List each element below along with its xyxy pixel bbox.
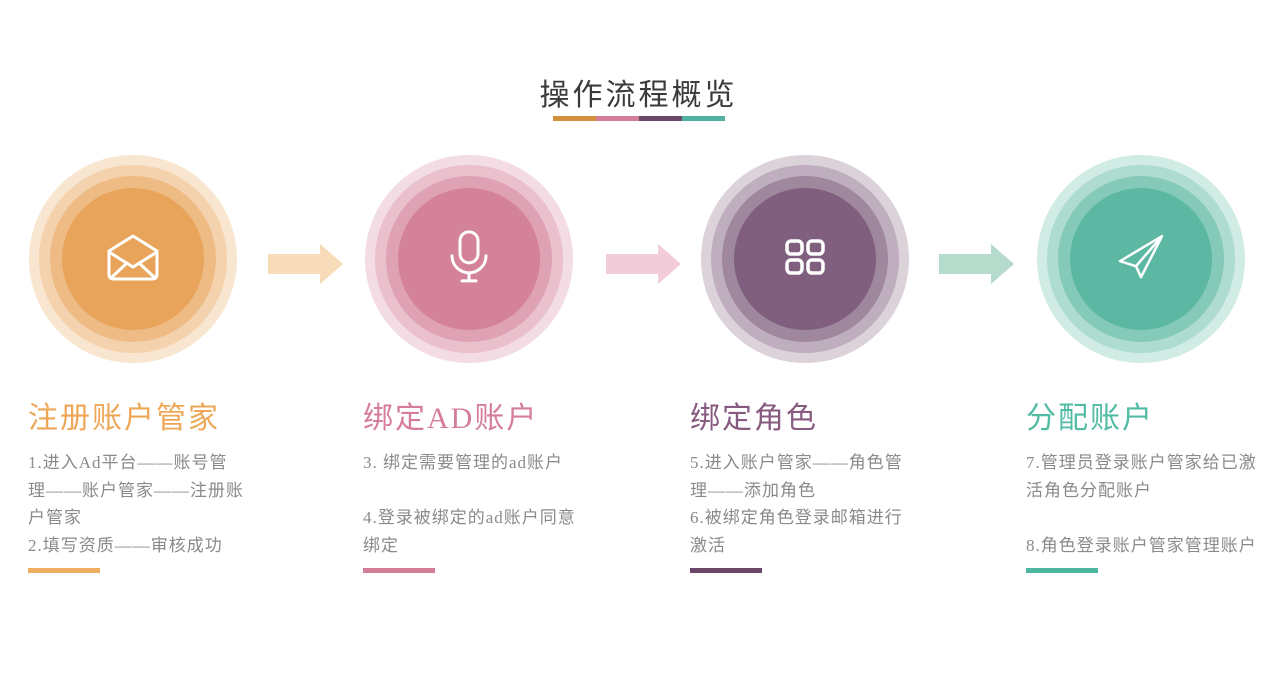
title-underline-segment-orange [553, 116, 596, 121]
step3-line: 理——添加角色 [690, 480, 816, 500]
flow-arrow-2 [606, 243, 682, 285]
title-underline-segment-purple [639, 116, 682, 121]
step1-circle [29, 155, 237, 363]
step4-line: 活角色分配账户 [1026, 480, 1152, 500]
step3-line: 5.进入账户管家——角色管 [690, 453, 903, 472]
step2-line [363, 477, 625, 505]
step2-line: 3. 绑定需要管理的ad账户 [363, 453, 564, 472]
arrow-right-icon [606, 244, 681, 284]
step3-line: 6.被绑定角色登录邮箱进行 [690, 508, 903, 527]
flow-arrow-3 [939, 243, 1015, 285]
step3-text-block: 绑定角色 5.进入账户管家——角色管 理——添加角色 6.被绑定角色登录邮箱进行… [690, 393, 952, 573]
step3-line: 激活 [690, 535, 726, 555]
step3-circle [701, 155, 909, 363]
step4-circle [1037, 155, 1245, 363]
step-register-account-manager: 注册账户管家 1.进入Ad平台——账号管 理——账户管家——注册账 户管家 2.… [28, 155, 290, 573]
step4-text-block: 分配账户 7.管理员登录账户管家给已激 活角色分配账户 8.角色登录账户管家管理… [1026, 393, 1277, 573]
step1-text-block: 注册账户管家 1.进入Ad平台——账号管 理——账户管家——注册账 户管家 2.… [28, 393, 290, 573]
step2-line: 绑定 [363, 535, 399, 555]
step2-accent-bar [363, 568, 435, 573]
step2-text-block: 绑定AD账户 3. 绑定需要管理的ad账户 4.登录被绑定的ad账户同意 绑定 [363, 393, 625, 573]
step1-accent-bar [28, 568, 100, 573]
step1-line: 2.填写资质——审核成功 [28, 535, 223, 555]
flow-arrow-1 [268, 243, 344, 285]
step3-accent-bar [690, 568, 762, 573]
mail-open-icon [105, 232, 161, 282]
grid-icon [785, 239, 825, 276]
step1-line: 户管家 [28, 508, 82, 527]
step-assign-accounts: 分配账户 7.管理员登录账户管家给已激 活角色分配账户 8.角色登录账户管家管理… [1026, 155, 1277, 573]
arrow-right-icon [939, 244, 1014, 284]
arrow-right-icon [268, 244, 343, 284]
step2-ring-core [398, 188, 540, 330]
step4-line: 8.角色登录账户管家管理账户 [1026, 535, 1257, 555]
step2-title: 绑定AD账户 [363, 402, 539, 435]
step1-ring-core [62, 188, 204, 330]
step4-line [1026, 504, 1277, 532]
step3-ring-core [734, 188, 876, 330]
microphone-icon [447, 230, 491, 284]
step4-title: 分配账户 [1026, 402, 1154, 435]
title-underline-segment-pink [596, 116, 639, 121]
title-underline-segment-teal [682, 116, 725, 121]
step1-line: 1.进入Ad平台——账号管 [28, 453, 228, 472]
step2-circle [365, 155, 573, 363]
paper-plane-icon [1117, 234, 1165, 280]
step-bind-ad-account: 绑定AD账户 3. 绑定需要管理的ad账户 4.登录被绑定的ad账户同意 绑定 [363, 155, 625, 573]
step4-line: 7.管理员登录账户管家给已激 [1026, 453, 1257, 472]
title-underline [553, 116, 725, 121]
page-title: 操作流程概览 [539, 79, 738, 112]
step4-accent-bar [1026, 568, 1098, 573]
step1-line: 理——账户管家——注册账 [28, 480, 244, 500]
step3-title: 绑定角色 [690, 402, 818, 435]
step2-line: 4.登录被绑定的ad账户同意 [363, 508, 576, 527]
step1-title: 注册账户管家 [28, 402, 220, 435]
step-bind-role: 绑定角色 5.进入账户管家——角色管 理——添加角色 6.被绑定角色登录邮箱进行… [690, 155, 952, 573]
